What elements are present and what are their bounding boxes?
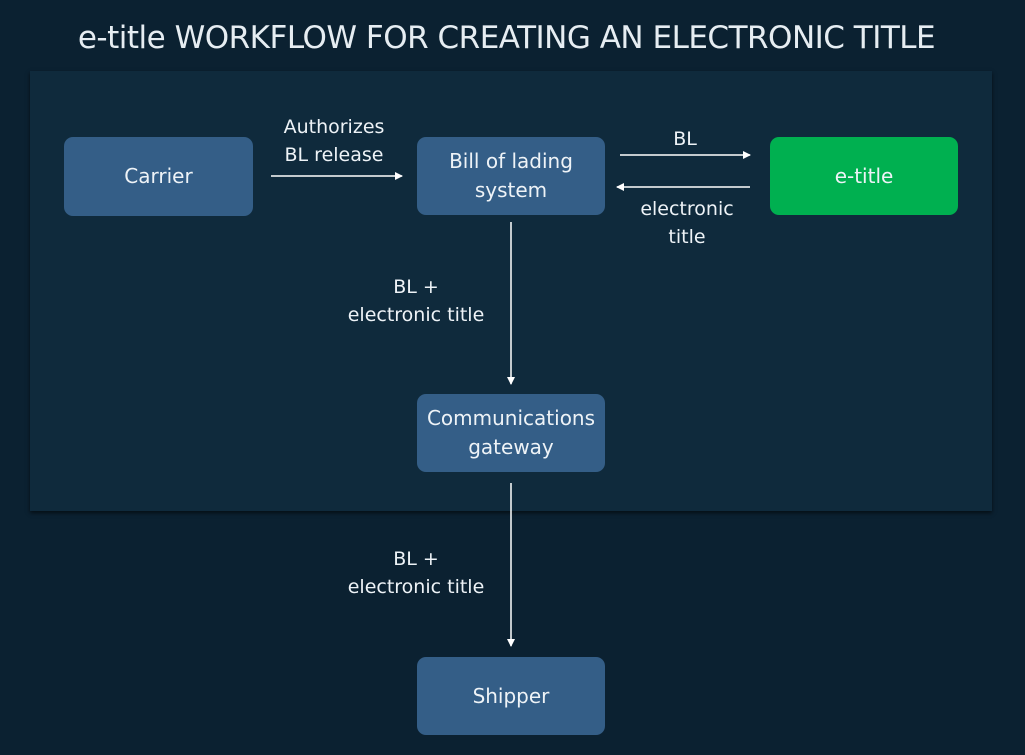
etitle-label: e-title [834, 163, 894, 188]
edge-label-etitle-to-bl: electronic title [617, 195, 757, 251]
shipper-node: Shipper [417, 657, 605, 735]
edge-label-carrier-to-bl: Authorizes BL release [254, 113, 414, 169]
gateway-label-line1: Communications [426, 406, 596, 430]
edge-label-line: electronic [640, 198, 734, 220]
edge-label-line: BL + [393, 276, 439, 298]
edge-label-line: electronic title [347, 304, 485, 326]
bill-of-lading-label-line1: Bill of lading [449, 149, 573, 173]
carrier-label: Carrier [124, 164, 193, 188]
communications-gateway-node: Communications gateway [417, 394, 605, 472]
shipper-label: Shipper [472, 683, 550, 708]
gateway-label-line2: gateway [468, 435, 554, 459]
bill-of-lading-label-line2: system [474, 178, 548, 202]
edge-label-line: title [668, 226, 706, 248]
edge-label-line: BL release [284, 144, 384, 166]
edge-label-line: BL [673, 128, 697, 150]
bill-of-lading-node: Bill of lading system [417, 137, 605, 215]
edge-label-line: BL + [393, 548, 439, 570]
edge-label-gateway-to-shipper: BL + electronic title [326, 545, 506, 601]
edge-label-line: Authorizes [283, 116, 385, 138]
edge-label-bl-to-etitle: BL [645, 125, 725, 153]
etitle-node: e-title [770, 137, 958, 215]
carrier-node: Carrier [64, 137, 253, 216]
diagram-title: e-title WORKFLOW FOR CREATING AN ELECTRO… [77, 20, 936, 56]
edge-label-bl-to-gateway: BL + electronic title [326, 273, 506, 329]
edge-label-line: electronic title [347, 576, 485, 598]
